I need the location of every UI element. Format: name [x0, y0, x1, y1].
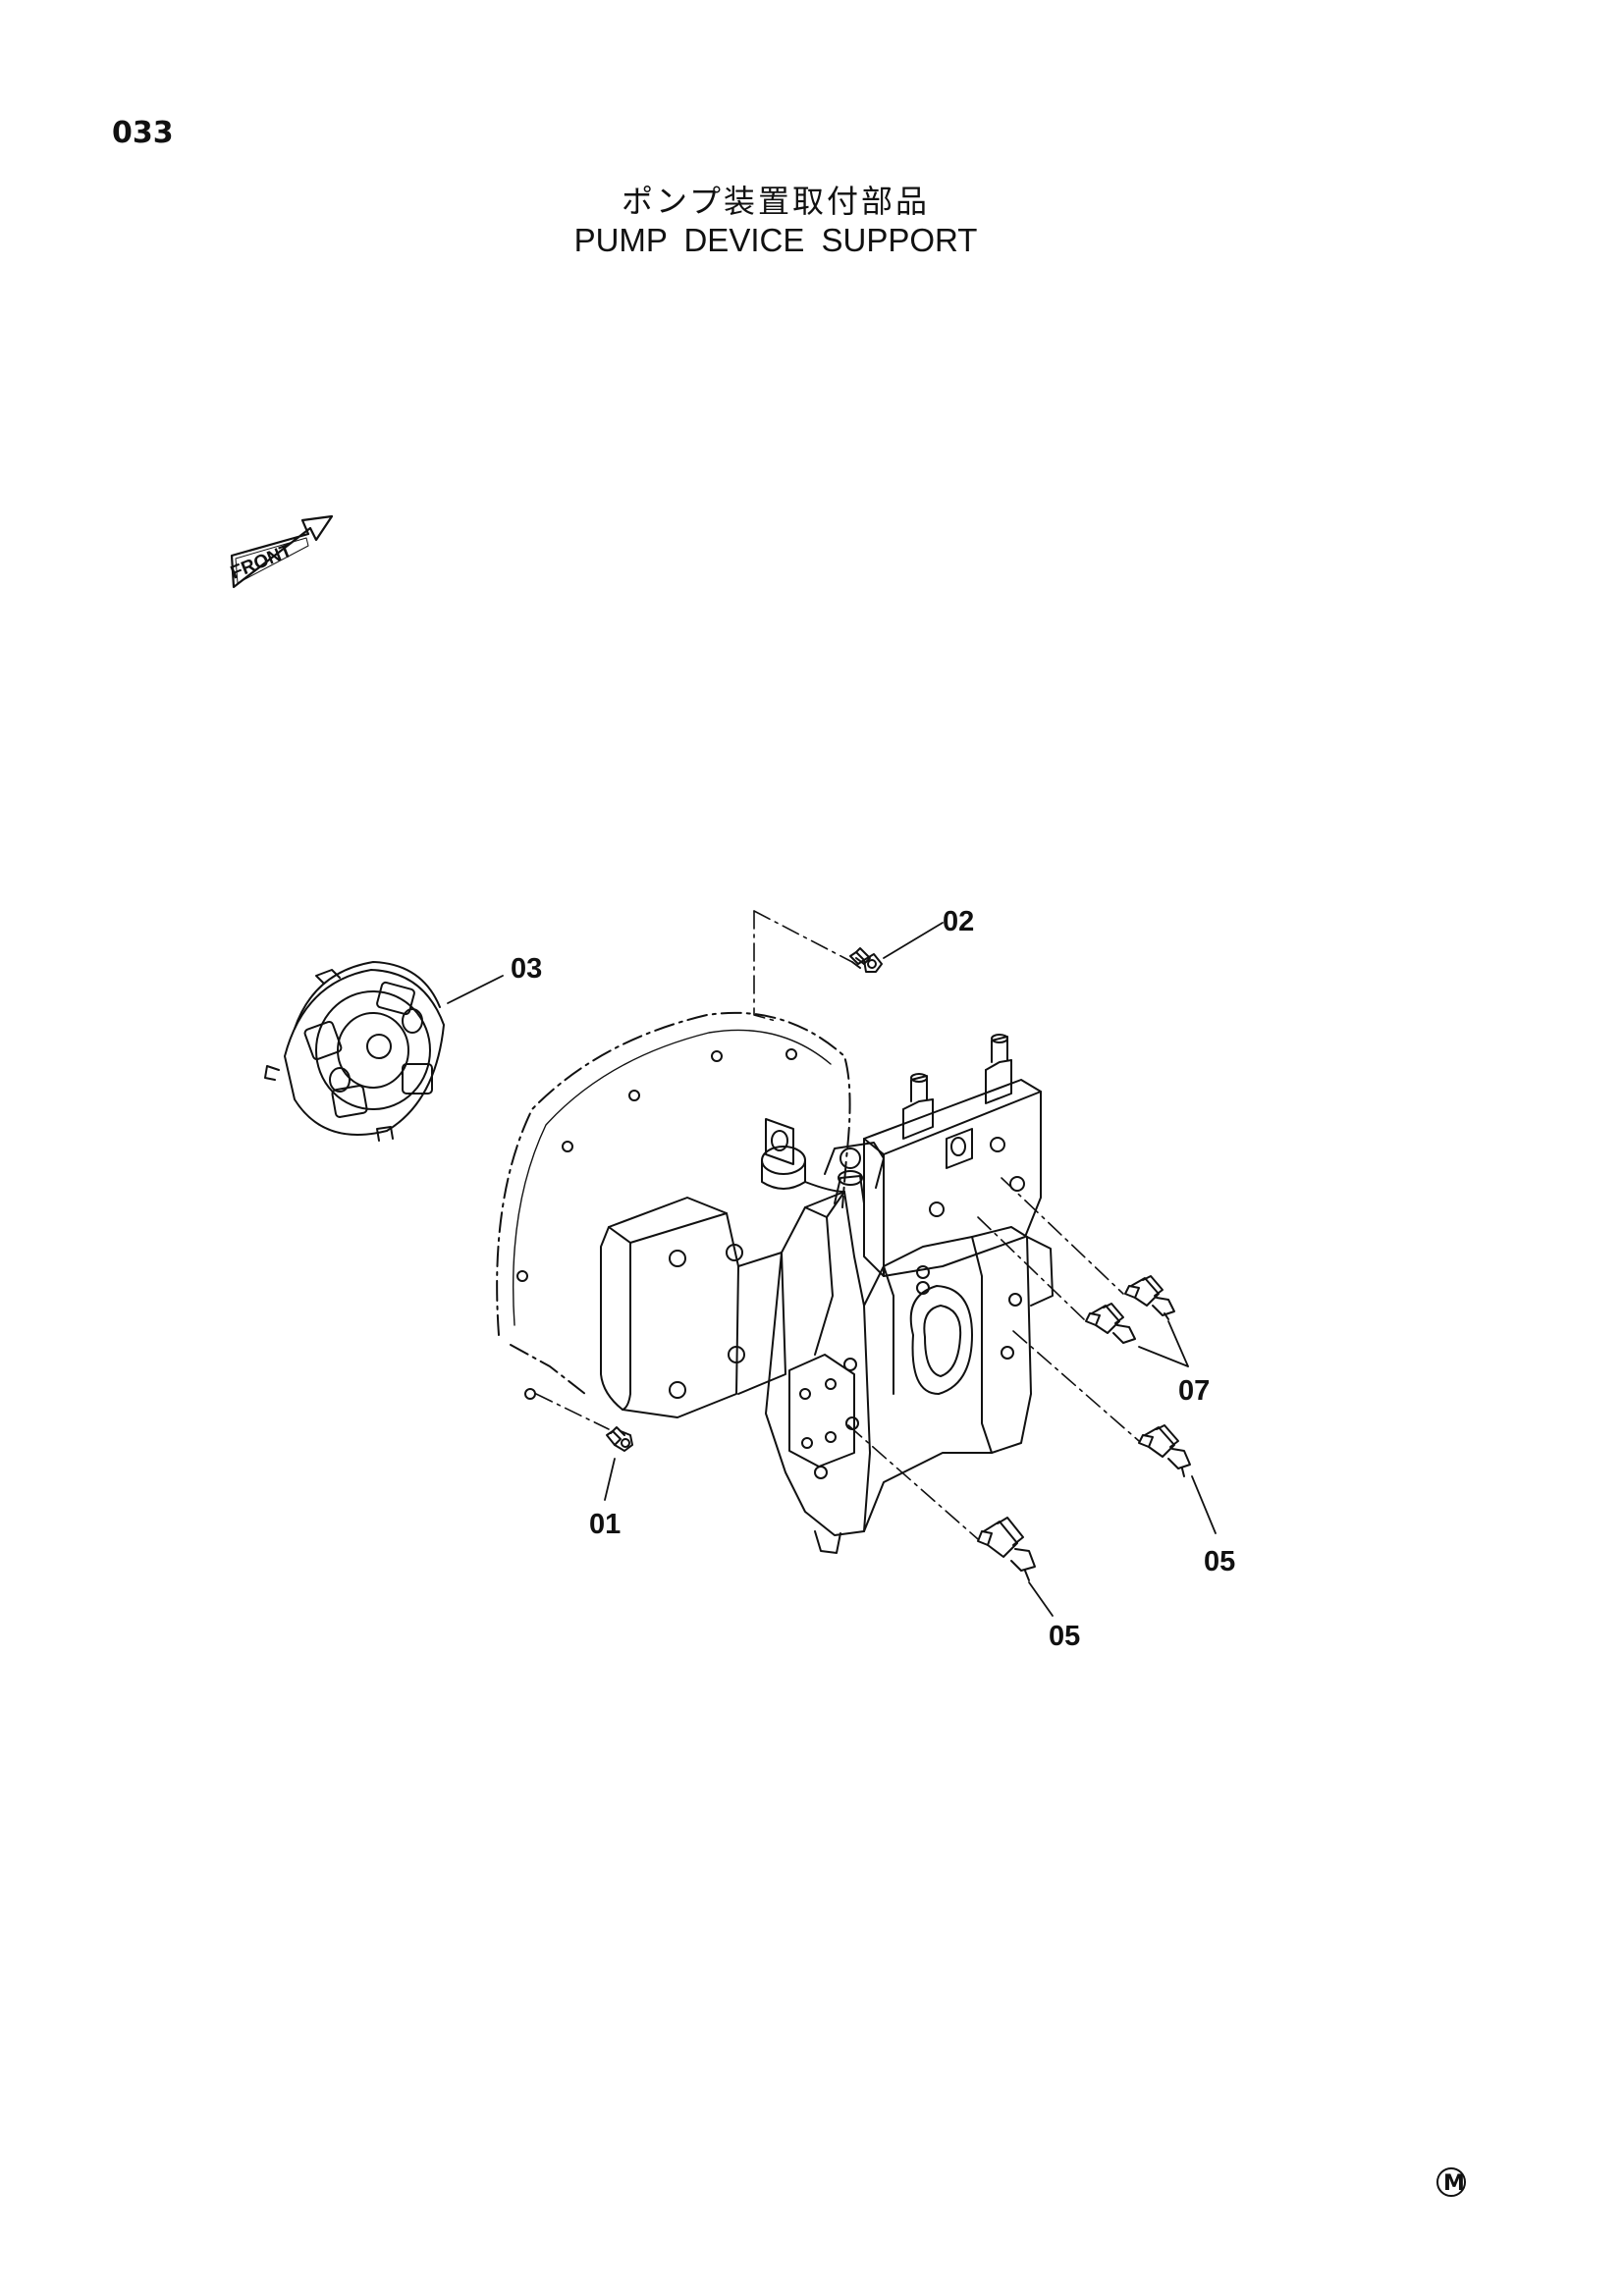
front-arrow-icon — [230, 514, 334, 589]
callout-07: 07 — [1178, 1375, 1210, 1407]
bolt-01-part — [606, 1426, 633, 1452]
callout-05-right: 05 — [1204, 1546, 1235, 1577]
page-title-japanese: ポンプ装置取付部品 — [621, 183, 931, 220]
regulator-valve-block — [863, 1034, 1054, 1307]
coupling-part — [264, 961, 445, 1142]
page-title-english: PUMP DEVICE SUPPORT — [573, 222, 978, 258]
callout-03: 03 — [511, 953, 542, 985]
pressure-sensor-05-right-part — [1138, 1424, 1191, 1477]
callout-05-bottom: 05 — [1049, 1621, 1080, 1652]
callout-02: 02 — [943, 906, 974, 937]
pressure-sensor-05-bottom-part — [977, 1517, 1036, 1581]
pump-housing-outline — [496, 1011, 851, 1400]
pressure-sensor-07b-part — [1085, 1303, 1136, 1344]
pump-gearbox — [600, 1197, 786, 1418]
hydraulic-pump-assembly — [761, 1142, 1032, 1554]
leader-lines — [535, 910, 1140, 1540]
bolt-02-part — [849, 947, 883, 973]
callout-01: 01 — [589, 1509, 621, 1540]
page-number: 033 — [112, 116, 174, 150]
manufacturer-mark: M — [1443, 2171, 1465, 2196]
manufacturer-mark-icon — [1436, 2167, 1466, 2197]
pressure-sensor-07a-part — [1124, 1275, 1175, 1320]
